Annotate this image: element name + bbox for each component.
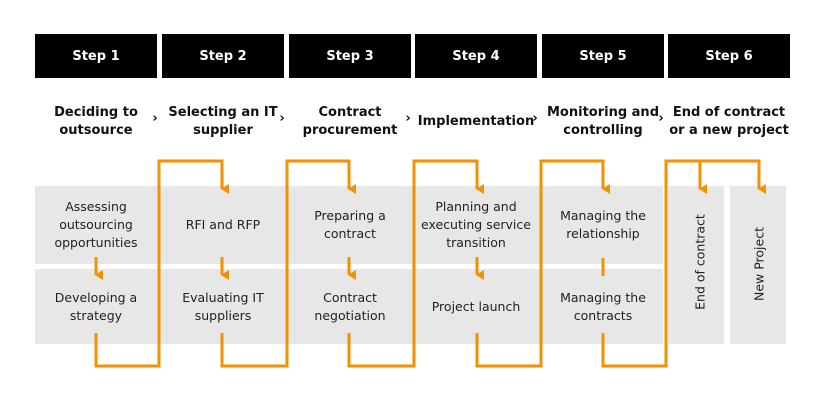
phase-title-1: Deciding to outsource <box>54 105 138 138</box>
step-1-header: Step 1 <box>35 34 157 78</box>
step-6-header: Step 6 <box>668 34 790 78</box>
chevron-right-icon: › <box>658 111 664 126</box>
end-of-contract-panel <box>668 186 724 344</box>
phase-title-6: End of contract or a new project <box>669 105 789 138</box>
activity-rfi-rfp: RFI and RFP <box>185 217 261 232</box>
chevron-right-icon: › <box>279 111 285 126</box>
connector-step2-to-step3 <box>220 159 357 368</box>
phase-title-3: Contract procurement <box>302 105 398 138</box>
step-2-header: Step 2 <box>162 34 284 78</box>
new-project-panel <box>730 186 786 344</box>
step-5-header: Step 5 <box>542 34 664 78</box>
step-4-header: Step 4 <box>415 34 537 78</box>
connector-step5-to-step6 <box>601 159 767 368</box>
activity-developing-strategy: Developing a strategy <box>54 289 138 323</box>
activity-assessing-outsourcing: Assessing outsourcing opportunities <box>54 199 138 250</box>
activity-managing-relationship: Managing the relationship <box>560 208 646 241</box>
new-project-label: New Project <box>751 226 767 302</box>
end-of-contract-label: End of contract <box>692 214 708 310</box>
chevron-right-icon: › <box>405 111 411 126</box>
activity-service-transition: Planning and executing service transitio… <box>421 199 531 250</box>
activity-managing-contracts: Managing the contracts <box>560 289 646 323</box>
activity-panel-top <box>35 186 663 264</box>
connector-step1-to-step2 <box>94 159 230 368</box>
chevron-right-icon: › <box>532 111 538 126</box>
phase-title-4: Implementation <box>417 114 535 129</box>
phase-title-5: Monitoring and controlling <box>546 105 659 138</box>
activity-project-launch: Project launch <box>431 298 521 314</box>
phase-title-2: Selecting an IT supplier <box>168 105 278 138</box>
chevron-right-icon: › <box>152 111 158 126</box>
activity-evaluating-suppliers: Evaluating IT suppliers <box>182 289 264 323</box>
activity-panel-bottom <box>35 269 663 344</box>
connector-step3-to-step4 <box>347 159 485 368</box>
activity-preparing-contract: Preparing a contract <box>314 208 386 241</box>
connector-step4-to-step5 <box>475 159 611 368</box>
step-3-header: Step 3 <box>289 34 411 78</box>
activity-contract-negotiation: Contract negotiation <box>314 289 386 323</box>
